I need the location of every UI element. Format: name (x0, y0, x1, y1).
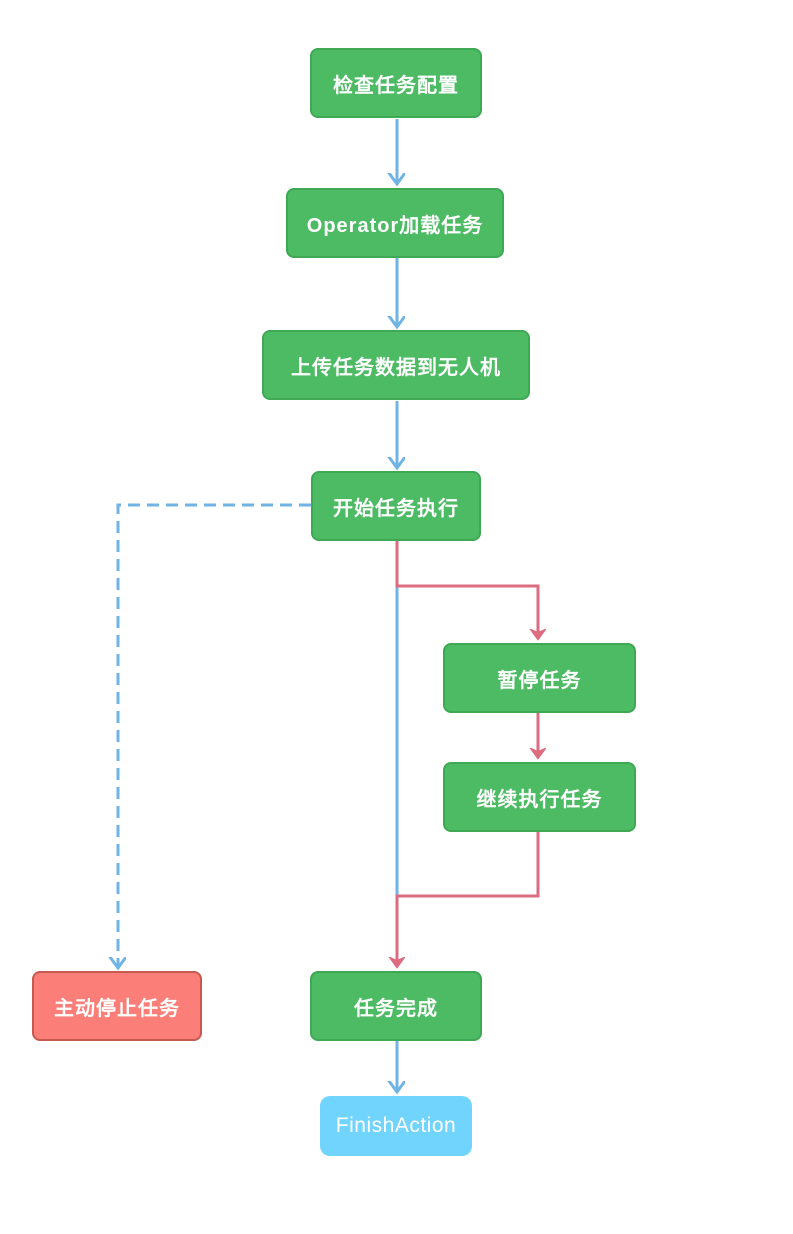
node-pause-task: 暂停任务 (443, 643, 636, 713)
node-operator-load-task: Operator加载任务 (286, 188, 504, 258)
node-resume-task: 继续执行任务 (443, 762, 636, 832)
node-stop-task: 主动停止任务 (32, 971, 202, 1041)
node-check-task-config: 检查任务配置 (310, 48, 482, 118)
node-finish-action: FinishAction (320, 1096, 472, 1156)
node-upload-task-data-to-drone: 上传任务数据到无人机 (262, 330, 530, 400)
edge-start-to-stop-dashed (118, 503, 311, 967)
node-start-task-execution: 开始任务执行 (311, 471, 481, 541)
edge-start-to-pause (395, 541, 538, 639)
node-task-complete: 任务完成 (310, 971, 482, 1041)
edge-resume-to-done (397, 832, 540, 967)
